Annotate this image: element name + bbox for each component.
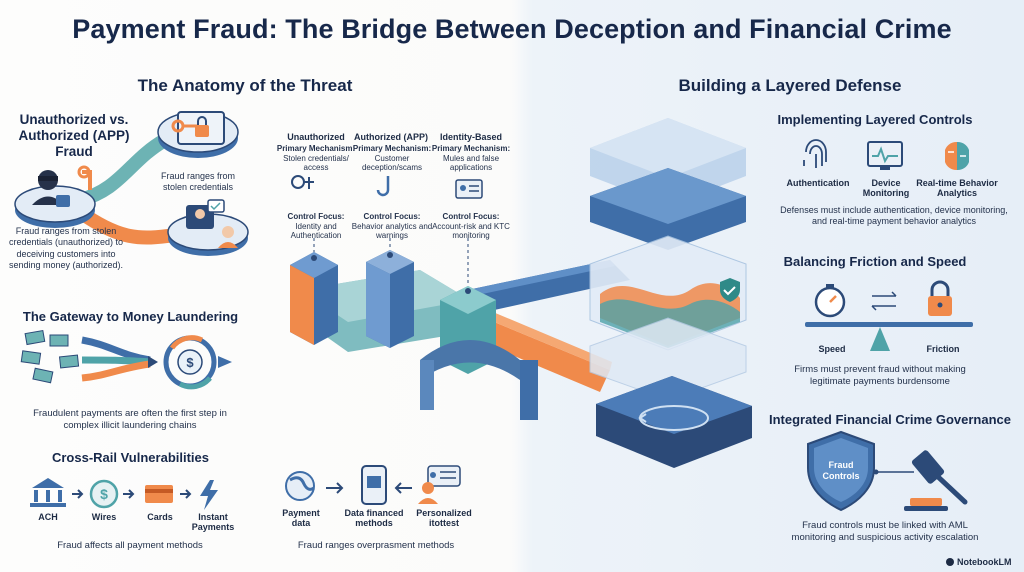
unauth-title: Unauthorized vs. Authorized (APP) Fraud xyxy=(18,112,130,160)
friction-caption: Firms must prevent fraud without making … xyxy=(794,364,966,387)
speed-label: Speed xyxy=(818,344,846,354)
layered-caption: Defenses must include authentication, de… xyxy=(780,205,1008,227)
rail-ach: ACH xyxy=(38,512,58,522)
brand-icon xyxy=(946,558,954,566)
col-auth-mech: Customer deception/scams xyxy=(361,153,423,173)
rail-title: Cross-Rail Vulnerabilities xyxy=(51,450,209,465)
layered-title: Implementing Layered Controls xyxy=(777,112,973,127)
page-title: Payment Fraud: The Bridge Between Decept… xyxy=(72,14,952,44)
unauth-caption: Fraud ranges from stolen credentials (un… xyxy=(8,226,124,270)
col-unauth-ctrl-label: Control Focus: xyxy=(287,212,345,221)
col-auth-head: Authorized (APP) xyxy=(354,132,428,142)
layered-realtime: Real-time Behavior Analytics xyxy=(916,178,998,199)
brand-label: NotebookLM xyxy=(957,557,1012,567)
rail-cards: Cards xyxy=(147,512,173,522)
col-unauth-mech-label: Primary Mechanism: xyxy=(276,144,356,153)
col-identity-mech: Mules and false applications xyxy=(442,153,500,173)
col-auth-ctrl-label: Control Focus: xyxy=(363,212,421,221)
gateway-caption: Fraudulent payments are often the first … xyxy=(33,408,227,431)
layered-device: Device Monitoring xyxy=(862,178,910,199)
col-identity-ctrl: Account-risk and KTC monitoring xyxy=(432,221,510,241)
flow-payment-data: Payment data xyxy=(282,508,320,529)
right-heading: Building a Layered Defense xyxy=(678,76,902,95)
left-heading: The Anatomy of the Threat xyxy=(137,76,353,95)
flow-caption: Fraud ranges overprasment methods xyxy=(297,540,455,551)
col-unauth-mech: Stolen credentials/ access xyxy=(283,153,349,173)
flow-data-financed: Data financed methods xyxy=(344,508,404,529)
layered-auth: Authentication xyxy=(786,178,850,188)
col-identity-head: Identity-Based xyxy=(439,132,502,142)
svg-text:$: $ xyxy=(186,355,194,370)
shield-label: Fraud Controls xyxy=(822,460,860,481)
unauth-callout: Fraud ranges from stolen credentials xyxy=(160,171,236,193)
col-auth-ctrl: Behavior analytics and warnings xyxy=(351,221,433,241)
rail-caption: Fraud affects all payment methods xyxy=(57,540,203,551)
brand-logo: NotebookLM xyxy=(946,557,1012,567)
rail-instant: Instant Payments xyxy=(191,512,235,533)
col-identity-ctrl-label: Control Focus: xyxy=(442,212,500,221)
svg-text:$: $ xyxy=(100,486,108,502)
rail-wires: Wires xyxy=(91,512,117,522)
col-unauth-ctrl: Identity and Authentication xyxy=(290,221,342,241)
friction-label: Friction xyxy=(926,344,960,354)
col-identity-mech-label: Primary Mechanism: xyxy=(431,144,511,153)
flow-personalized: Personalized itottest xyxy=(416,508,472,529)
col-auth-mech-label: Primary Mechanism: xyxy=(352,144,432,153)
governance-caption: Fraud controls must be linked with AML m… xyxy=(791,520,979,543)
gateway-title: The Gateway to Money Laundering xyxy=(22,309,239,324)
governance-title: Integrated Financial Crime Governance xyxy=(768,412,1012,427)
col-unauth-head: Unauthorized xyxy=(287,132,345,142)
friction-title: Balancing Friction and Speed xyxy=(783,254,967,269)
